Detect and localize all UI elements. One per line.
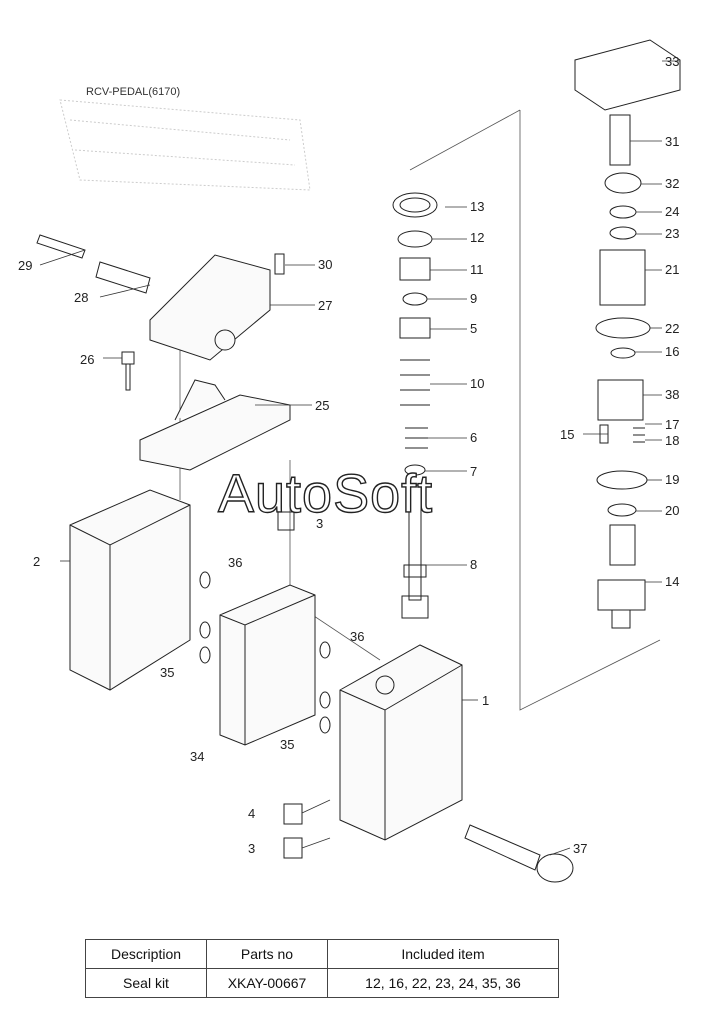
part-36-35-orings	[199, 571, 331, 734]
header-parts-no: Parts no	[206, 939, 328, 969]
callout-27: 27	[318, 298, 332, 313]
part-27-cam	[149, 254, 271, 361]
callout-34: 34	[190, 749, 204, 764]
part-1-body	[339, 644, 463, 841]
right-parts-stack	[574, 39, 681, 629]
table-row: Seal kit XKAY-00667 12, 16, 22, 23, 24, …	[85, 968, 559, 998]
callout-28: 28	[74, 290, 88, 305]
callout-14: 14	[665, 574, 679, 589]
callout-36-right: 36	[350, 629, 364, 644]
callout-31: 31	[665, 134, 679, 149]
part-34-body	[219, 584, 316, 746]
seal-kit-table: Description Parts no Included item Seal …	[85, 939, 559, 998]
callout-3: 3	[248, 841, 255, 856]
callout-1: 1	[482, 693, 489, 708]
part-2-body	[69, 489, 191, 691]
callout-20: 20	[665, 503, 679, 518]
callout-35-right: 35	[280, 737, 294, 752]
callout-19: 19	[665, 472, 679, 487]
callout-25: 25	[315, 398, 329, 413]
callout-38: 38	[665, 387, 679, 402]
callout-30: 30	[318, 257, 332, 272]
callout-21: 21	[665, 262, 679, 277]
callout-35: 35	[160, 665, 174, 680]
callout-10: 10	[470, 376, 484, 391]
faded-pedal-outline	[59, 99, 311, 191]
callout-33: 33	[665, 54, 679, 69]
cell-parts-no: XKAY-00667	[206, 968, 328, 998]
callout-36: 36	[228, 555, 242, 570]
header-included-item: Included item	[327, 939, 559, 969]
header-description: Description	[85, 939, 207, 969]
callout-leaders	[39, 60, 680, 856]
callout-29: 29	[18, 258, 32, 273]
callout-37: 37	[573, 841, 587, 856]
callout-8: 8	[470, 557, 477, 572]
part-29-pin	[36, 234, 86, 259]
callout-4: 4	[248, 806, 255, 821]
callout-16: 16	[665, 344, 679, 359]
callout-12: 12	[470, 230, 484, 245]
table-header-row: Description Parts no Included item	[85, 939, 559, 969]
part-37-bolt	[464, 824, 574, 883]
part-4-plug	[283, 803, 303, 825]
callout-18: 18	[665, 433, 679, 448]
part-25-bracket	[139, 379, 291, 471]
callout-7: 7	[470, 464, 477, 479]
cell-included-item: 12, 16, 22, 23, 24, 35, 36	[327, 968, 559, 998]
callout-9: 9	[470, 291, 477, 306]
callout-26: 26	[80, 352, 94, 367]
callout-numbers: 1 2 3 3 4 5 6 7 8 9 10 11 12 13 14 15 16…	[18, 54, 679, 856]
callout-13: 13	[470, 199, 484, 214]
center-spool-stack	[392, 192, 438, 619]
part-30-screw	[274, 253, 285, 275]
part-26-bolt	[121, 351, 135, 391]
part-28-pin	[95, 261, 151, 294]
callout-24: 24	[665, 204, 679, 219]
callout-11: 11	[470, 262, 484, 277]
callout-32: 32	[665, 176, 679, 191]
cell-description: Seal kit	[85, 968, 207, 998]
diagram-title: RCV-PEDAL(6170)	[86, 86, 181, 98]
callout-5: 5	[470, 321, 477, 336]
callout-15: 15	[560, 427, 574, 442]
callout-22: 22	[665, 321, 679, 336]
callout-3-upper: 3	[316, 516, 323, 531]
callout-2: 2	[33, 554, 40, 569]
callout-17: 17	[665, 417, 679, 432]
callout-6: 6	[470, 430, 477, 445]
autosoft-watermark: AutoSoft	[218, 464, 433, 524]
callout-23: 23	[665, 226, 679, 241]
